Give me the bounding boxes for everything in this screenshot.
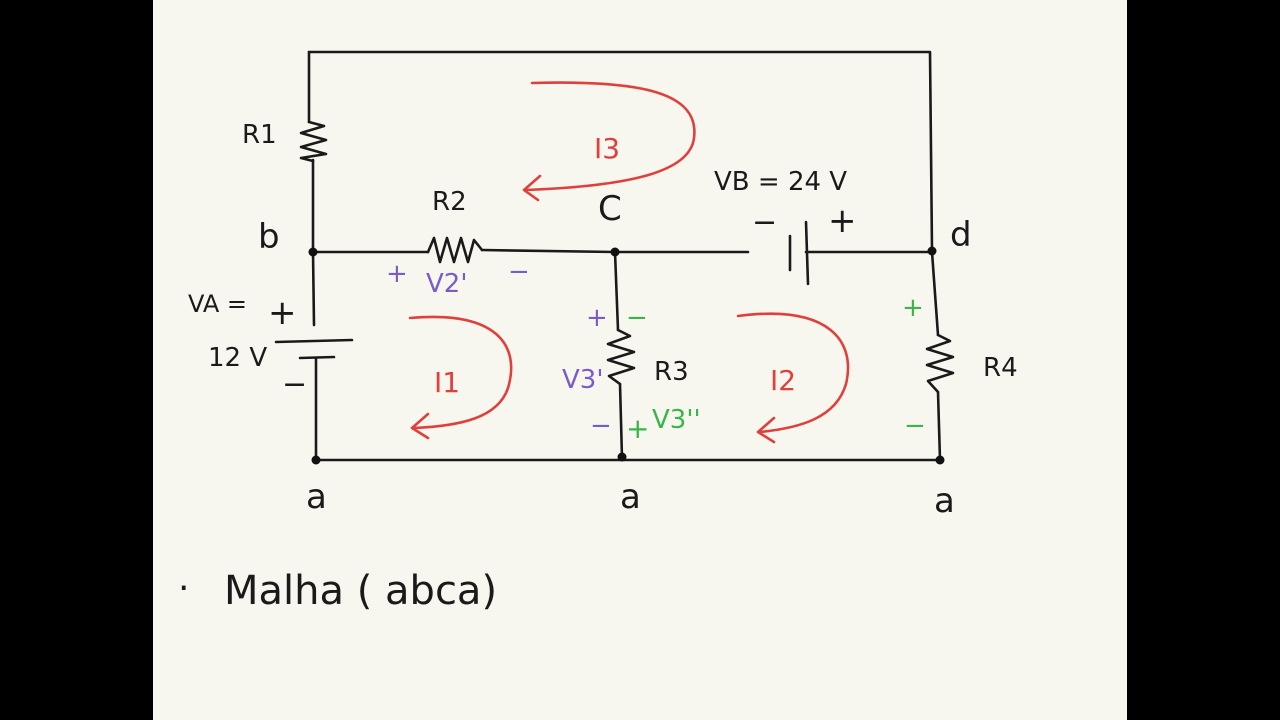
note-text: Malha ( abca) (224, 568, 497, 614)
node-dot-d (927, 246, 937, 256)
r4-plus-sign: + (902, 293, 924, 323)
resistor-r2 (426, 236, 484, 264)
r3-minus-sign-green: − (626, 303, 648, 333)
label-v3-prime: V3' (562, 365, 603, 395)
va-minus-sign: − (282, 367, 307, 402)
node-label-b: b (258, 217, 280, 257)
r2-plus-sign: + (386, 259, 408, 289)
label-v2-prime: V2' (426, 269, 467, 299)
note-bullet: · (178, 568, 189, 609)
battery-va-long-plate (274, 338, 354, 344)
r3-plus-sign-green: + (626, 412, 649, 445)
node-dot-a-right (935, 455, 945, 465)
node-label-a-mid: a (620, 477, 641, 517)
node-label-d: d (950, 215, 972, 255)
node-dot-a-mid (617, 452, 627, 462)
loop-arrow-i3-head (522, 174, 542, 202)
va-plus-sign: + (268, 293, 297, 333)
label-va: VA = (188, 290, 247, 318)
label-vb: VB = 24 V (714, 167, 847, 197)
loop-arrow-i1-head (410, 412, 430, 440)
r4-minus-sign: − (904, 411, 926, 441)
battery-va-short-plate (298, 355, 336, 360)
r3-plus-sign-purple: + (586, 303, 608, 333)
wire-c-to-r3 (613, 250, 620, 332)
label-r1: R1 (242, 120, 277, 150)
node-label-c: C (598, 189, 622, 229)
wire-r4-to-a (936, 390, 942, 462)
vb-minus-sign: − (752, 205, 777, 240)
wire-d-to-r4 (930, 250, 940, 337)
node-dot-a-left (311, 455, 321, 465)
top-wire (307, 50, 934, 252)
label-r4: R4 (983, 353, 1018, 383)
loop-arrow-i2-head (756, 416, 776, 444)
label-i3: I3 (594, 132, 620, 165)
label-va-value: 12 V (208, 343, 267, 373)
resistor-r1 (299, 120, 328, 163)
node-dot-b (308, 247, 318, 257)
r3-minus-sign-purple: − (590, 411, 612, 441)
resistor-r3 (606, 328, 636, 386)
loop-arrow-i3 (524, 81, 696, 192)
battery-vb-long-plate (804, 220, 810, 286)
label-r3: R3 (654, 357, 689, 387)
r2-minus-sign: − (508, 257, 530, 287)
wire-left-to-va (311, 250, 316, 327)
node-dot-c (610, 247, 620, 257)
vb-plus-sign: + (828, 201, 857, 241)
label-v3-double-prime: V3'' (652, 405, 701, 435)
loop-arrow-i1 (408, 315, 513, 430)
resistor-r4 (925, 333, 955, 394)
label-i2: I2 (770, 364, 796, 397)
label-i1: I1 (434, 366, 460, 399)
label-r2: R2 (432, 187, 467, 217)
wire-r3-to-a (618, 382, 624, 460)
node-label-a-left: a (306, 477, 327, 517)
loop-arrow-i2 (736, 312, 850, 434)
node-label-a-right: a (934, 481, 955, 521)
